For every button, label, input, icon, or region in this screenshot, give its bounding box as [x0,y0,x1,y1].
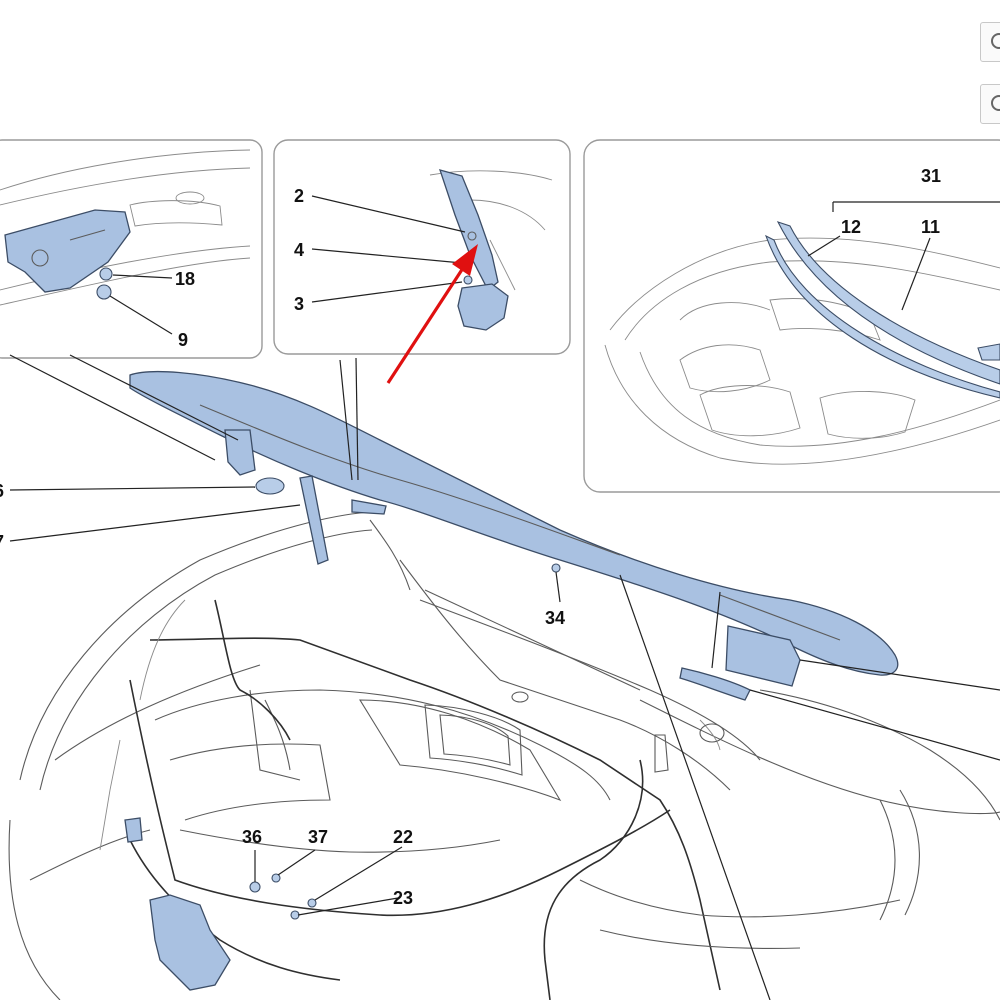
callout-4: 4 [294,240,304,260]
inset-bonnet-underside: 31 12 11 [583,139,1000,493]
callout-36: 36 [242,827,262,847]
callout-11: 11 [921,217,940,237]
callout-31: 31 [921,166,941,186]
callout-23: 23 [393,888,413,908]
zoom-icon [991,33,1000,49]
callout-37: 37 [308,827,328,847]
red-arrow-indicator [386,244,478,384]
callout-9: 9 [178,330,188,350]
callout-18: 18 [175,269,195,289]
callout-3: 3 [294,294,304,314]
callout-7: 7 [0,532,4,552]
bonnet-assembly [124,370,899,991]
vehicle-front-body [8,511,1000,1000]
inset-hinge-detail: 2 4 3 [273,139,571,355]
callout-12: 12 [841,217,861,237]
callout-22: 22 [393,827,413,847]
zoom-tool-button-2[interactable] [980,84,1000,124]
main-leader-lines: 6 7 34 36 37 22 23 [0,354,1000,1000]
callout-6: 6 [0,481,4,501]
inset-latch-detail: 18 9 [0,139,263,359]
callout-34: 34 [545,608,565,628]
zoom-icon [991,95,1000,111]
callout-2: 2 [294,186,304,206]
zoom-tool-button-1[interactable] [980,22,1000,62]
